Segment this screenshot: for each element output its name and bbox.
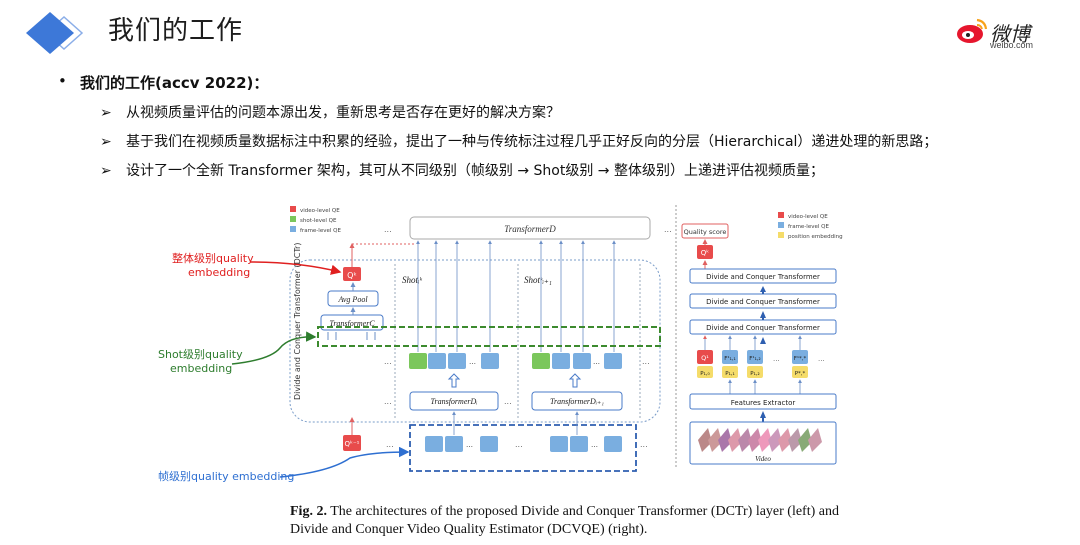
svg-text:P*,*: P*,* bbox=[795, 371, 806, 377]
svg-text:...: ... bbox=[515, 440, 523, 449]
sub-point-1: ➢从视频质量评估的问题本源出发，重新思考是否存在更好的解决方案？ bbox=[100, 105, 560, 121]
svg-text:TransformerDᵢ: TransformerDᵢ bbox=[430, 397, 477, 406]
svg-text:…: … bbox=[591, 441, 598, 449]
features-extractor-box bbox=[689, 393, 837, 410]
main-bullet: 我们的工作(accv 2022)： bbox=[80, 74, 269, 92]
legend-swatch-frame bbox=[290, 226, 296, 232]
shot-level-highlight-box bbox=[317, 326, 661, 347]
up-arrow-icon bbox=[568, 373, 582, 388]
weibo-icon bbox=[957, 18, 988, 43]
svg-text:...: ... bbox=[384, 397, 392, 406]
transformer-d-box bbox=[409, 216, 651, 240]
svg-text:frame-level QE: frame-level QE bbox=[788, 224, 829, 230]
architecture-diagram: video-level QE shot-level QE frame-level… bbox=[158, 205, 843, 483]
bullet-dot: • bbox=[58, 72, 67, 90]
legend-swatch-shot bbox=[290, 216, 296, 222]
svg-text:F¹₁,₂: F¹₁,₂ bbox=[749, 355, 761, 362]
svg-text:P₁,₀: P₁,₀ bbox=[700, 371, 710, 377]
svg-text:...: ... bbox=[818, 355, 825, 363]
sub-point-3: ➢设计了一个全新 Transformer 架构，其可从不同级别（帧级别 → Sh… bbox=[100, 163, 824, 179]
svg-text:Divide and Conquer Transformer: Divide and Conquer Transformer bbox=[706, 324, 820, 332]
arrow-bullet-icon: ➢ bbox=[100, 105, 112, 121]
right-legend: video-level QE frame-level QE position e… bbox=[778, 212, 843, 240]
right-tokens: Q¹ F¹₁,₁ F¹₁,₂ F¹*,* ... ... P₁,₀ P₁,₁ P… bbox=[697, 335, 825, 394]
frame-level-arrow bbox=[279, 446, 410, 478]
video-level-arrow bbox=[249, 261, 342, 275]
qk-minus-token bbox=[343, 435, 361, 451]
svg-text:F¹₁,₁: F¹₁,₁ bbox=[724, 355, 736, 362]
weibo-logo-sub: weibo.com bbox=[990, 40, 1034, 50]
svg-text:…: … bbox=[466, 441, 473, 449]
arrow-bullet-icon: ➢ bbox=[100, 134, 112, 150]
transformer-d-label: TransformerD bbox=[504, 224, 556, 234]
shot-level-annotation-2: embedding bbox=[170, 362, 232, 375]
svg-text:video-level QE: video-level QE bbox=[788, 214, 828, 220]
svg-text:…: … bbox=[469, 358, 476, 366]
svg-text:...: ... bbox=[642, 357, 650, 366]
svg-text:Divide and Conquer Transformer: Divide and Conquer Transformer bbox=[706, 298, 820, 306]
svg-text:Features Extractor: Features Extractor bbox=[731, 399, 796, 407]
page-title: 我们的工作 bbox=[108, 16, 244, 46]
svg-text:...: ... bbox=[773, 355, 780, 363]
transformer-c-label: TransformerC bbox=[329, 319, 375, 328]
dctr-vertical-label: Divide and Conquer Transformer (DCTr) bbox=[293, 243, 302, 400]
qk-token bbox=[343, 267, 361, 281]
video-level-annotation-2: embedding bbox=[188, 266, 250, 279]
up-arrow-icon bbox=[447, 373, 461, 388]
video-level-annotation-1: 整体级别quality bbox=[172, 251, 254, 265]
avg-pool-label: Avg Pool bbox=[337, 295, 368, 304]
arrow-bullet-icon: ➢ bbox=[100, 163, 112, 179]
svg-text:TransformerDᵢ₊₁: TransformerDᵢ₊₁ bbox=[550, 397, 604, 406]
shot-i-label: Shotᵢᵏ bbox=[402, 275, 422, 285]
svg-text:position embedding: position embedding bbox=[788, 234, 843, 240]
legend-shot: shot-level QE bbox=[300, 218, 337, 224]
legend-video: video-level QE bbox=[300, 208, 340, 214]
weibo-logo-text: 微博 bbox=[990, 22, 1030, 46]
shot-i-tokens: … bbox=[409, 353, 499, 369]
svg-text:F¹*,*: F¹*,* bbox=[794, 355, 807, 362]
svg-text:P₁,₁: P₁,₁ bbox=[725, 371, 734, 377]
svg-text:...: ... bbox=[664, 225, 672, 234]
legend-swatch-video bbox=[290, 206, 296, 212]
svg-text:...: ... bbox=[384, 357, 392, 366]
sub-point-2: ➢基于我们在视频质量数据标注中积累的经验，提出了一种与传统标注过程几乎正好反向的… bbox=[100, 134, 938, 150]
svg-text:...: ... bbox=[386, 440, 394, 449]
left-legend: video-level QE shot-level QE frame-level… bbox=[290, 206, 341, 234]
svg-text:Qᵏ: Qᵏ bbox=[701, 249, 710, 257]
svg-text:P₁,₂: P₁,₂ bbox=[750, 371, 759, 377]
figure-caption: Fig. 2. The architectures of the propose… bbox=[290, 504, 839, 537]
svg-text:…: … bbox=[593, 358, 600, 366]
transformer-di1-box bbox=[531, 391, 623, 411]
legend-frame: frame-level QE bbox=[300, 228, 341, 234]
video-frames-icon bbox=[698, 428, 822, 452]
svg-text:Qᵏ: Qᵏ bbox=[347, 271, 357, 280]
right-dct-stack: Divide and Conquer Transformer Divide an… bbox=[689, 268, 837, 344]
svg-text:Qᵏ⁻¹: Qᵏ⁻¹ bbox=[345, 440, 360, 448]
svg-text:...: ... bbox=[504, 397, 512, 406]
svg-text:...: ... bbox=[384, 225, 392, 234]
right-qk-token bbox=[697, 245, 713, 259]
transformer-di-box bbox=[409, 391, 499, 411]
svg-text:...: ... bbox=[640, 440, 648, 449]
shot-i1-label: Shotᵏᵢ₊₁ bbox=[524, 275, 552, 285]
svg-text:Divide and Conquer Transformer: Divide and Conquer Transformer bbox=[706, 273, 820, 281]
svg-text:Q¹: Q¹ bbox=[701, 354, 709, 362]
svg-text:Quality score: Quality score bbox=[684, 228, 727, 236]
frame-level-annotation: 帧级别quality embedding bbox=[158, 469, 294, 483]
frame-level-highlight-box bbox=[409, 424, 637, 472]
slide-logo-diamond bbox=[26, 12, 84, 54]
shot-i1-tokens: … bbox=[532, 353, 622, 369]
video-label: Video bbox=[755, 455, 771, 463]
shot-level-arrow bbox=[231, 331, 317, 365]
quality-score-box bbox=[681, 223, 729, 239]
frame-tokens: … … bbox=[425, 436, 622, 452]
shot-level-annotation-1: Shot级别quality bbox=[158, 348, 243, 361]
